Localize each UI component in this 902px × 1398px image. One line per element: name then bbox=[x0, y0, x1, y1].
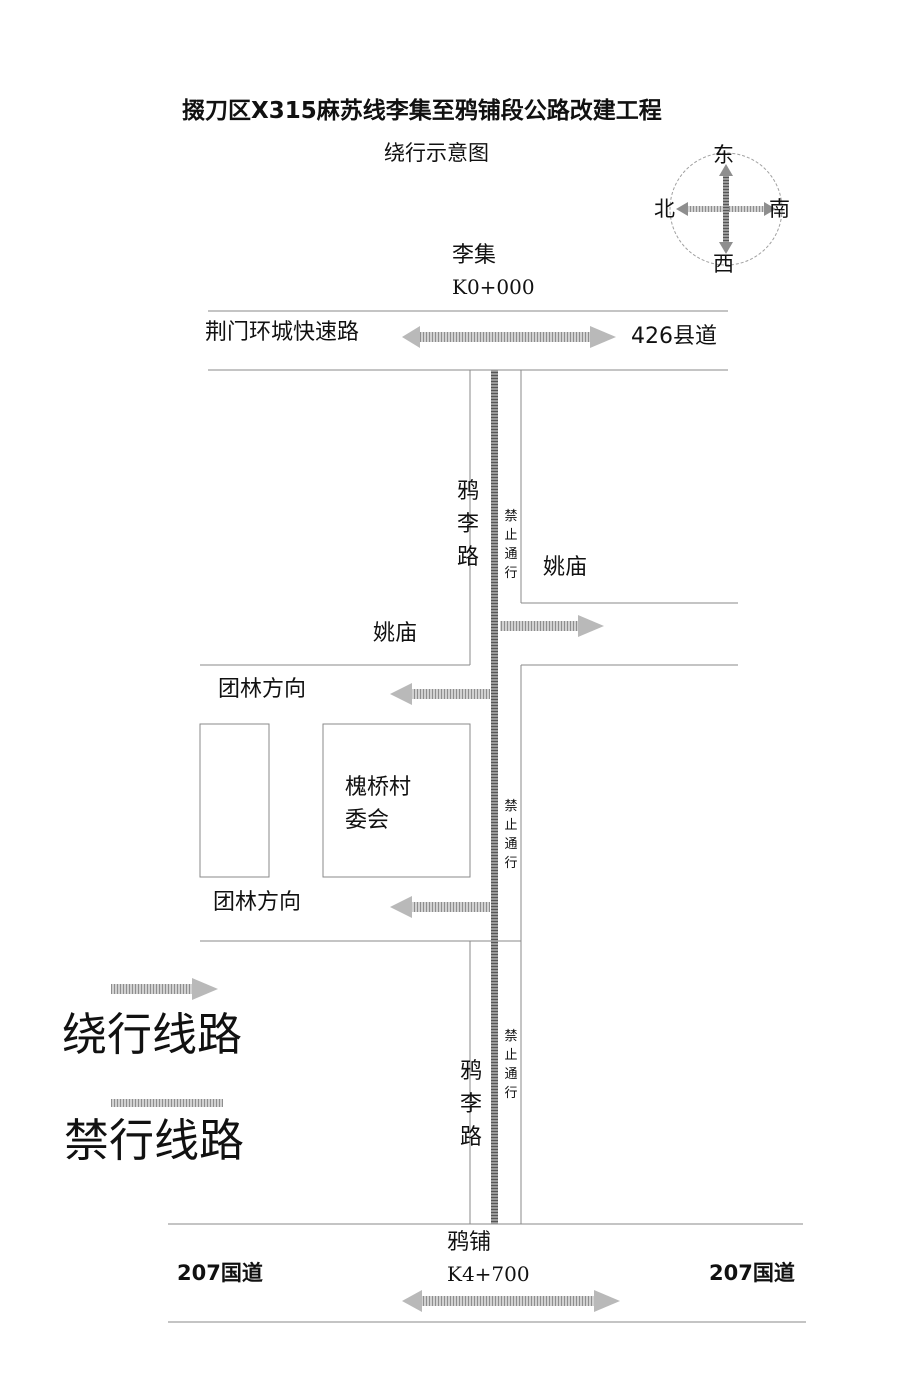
village-committee-block bbox=[322, 723, 471, 878]
map-subtitle: 绕行示意图 bbox=[384, 141, 489, 165]
compass-label-south: 南 bbox=[769, 197, 790, 221]
detour-arrow-to-tuanlin-lower bbox=[390, 896, 490, 918]
compass-label-north: 北 bbox=[654, 197, 675, 221]
detour-arrow-to-yaomiao bbox=[500, 615, 604, 637]
start-name: 李集 bbox=[452, 243, 497, 268]
compass-arrow-south bbox=[764, 202, 776, 216]
compass-label-east: 东 bbox=[713, 143, 734, 167]
road-label-main-upper: 鸦李路 bbox=[456, 479, 479, 570]
compass-label-west: 西 bbox=[713, 252, 734, 276]
place-village-committee: 槐桥村委会 bbox=[345, 775, 412, 833]
detour-arrow-bottom-double bbox=[402, 1290, 620, 1312]
compass-arrow-east bbox=[719, 164, 733, 176]
detour-arrow-to-tuanlin-upper bbox=[390, 683, 490, 705]
place-tuanlin-upper: 团林方向 bbox=[218, 677, 307, 702]
compass-circle bbox=[669, 152, 783, 266]
road-label-top-right: 426县道 bbox=[631, 324, 717, 349]
left-block bbox=[199, 723, 270, 878]
road-label-top-left: 荆门环城快速路 bbox=[205, 320, 360, 345]
place-yaomiao-left: 姚庙 bbox=[373, 621, 418, 646]
legend-symbols bbox=[111, 978, 223, 1107]
legend-closed-label: 禁行线路 bbox=[64, 1114, 245, 1167]
closure-label-1: 禁止通行 bbox=[504, 509, 518, 581]
legend-detour-arrow bbox=[111, 978, 218, 1000]
compass-arrow-north bbox=[676, 202, 688, 216]
place-yaomiao-right: 姚庙 bbox=[543, 555, 588, 580]
detour-arrows bbox=[390, 326, 620, 1312]
place-tuanlin-lower: 团林方向 bbox=[213, 890, 302, 915]
start-stake: K0+000 bbox=[452, 275, 535, 299]
road-label-bottom-left: 207国道 bbox=[177, 1261, 263, 1285]
road-label-bottom-right: 207国道 bbox=[709, 1261, 795, 1285]
road-label-main-lower: 鸦李路 bbox=[459, 1059, 482, 1150]
compass-rose bbox=[669, 152, 783, 266]
legend-detour-label: 绕行线路 bbox=[62, 1008, 243, 1061]
compass-ew-bar bbox=[723, 172, 729, 248]
closure-label-3: 禁止通行 bbox=[504, 1029, 518, 1101]
compass-arrow-west bbox=[719, 242, 733, 254]
closed-route-line bbox=[491, 370, 498, 1224]
road-network bbox=[168, 310, 806, 1323]
detour-arrow-top-double bbox=[402, 326, 616, 348]
legend-closed-line bbox=[111, 1099, 223, 1107]
closure-label-2: 禁止通行 bbox=[504, 799, 518, 871]
end-name: 鸦铺 bbox=[447, 1230, 492, 1255]
end-stake: K4+700 bbox=[447, 1262, 530, 1286]
map-title: 掇刀区X315麻苏线李集至鸦铺段公路改建工程 bbox=[182, 98, 662, 124]
